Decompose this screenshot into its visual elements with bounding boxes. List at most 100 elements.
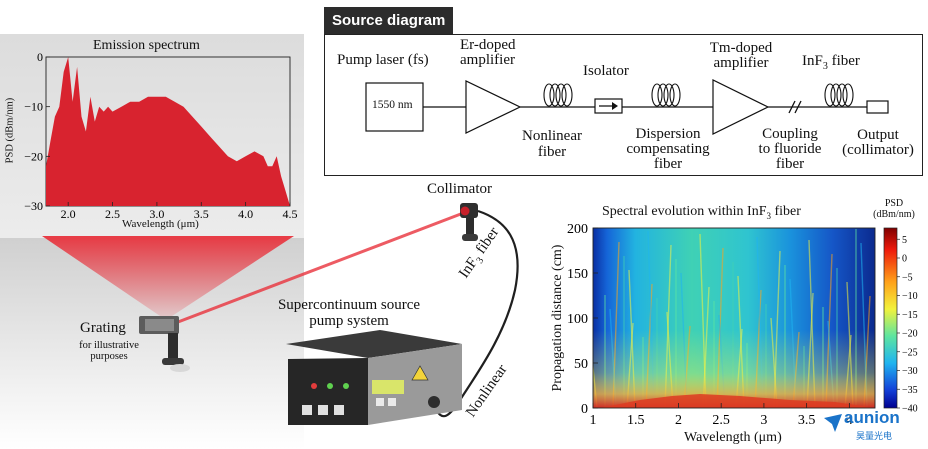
er-amplifier-label-line: amplifier (460, 52, 515, 68)
dispersed-light-cone (42, 236, 294, 320)
colorbar-tick-label: −25 (902, 347, 918, 358)
colorbar-axis: 50−5−10−15−20−25−30−35−40 (897, 235, 918, 415)
emission-y-axis: 0 −10 −20 −30 (24, 50, 50, 213)
colorbar-tick-label: −40 (902, 404, 918, 415)
emission-x-tick-label: 3.5 (194, 207, 209, 221)
evolution-y-tick-label: 200 (567, 222, 588, 237)
output-label: Output (collimator) (834, 128, 922, 158)
coupling-label-line: fiber (775, 156, 805, 172)
grating-note-line: for illustrative (79, 340, 139, 351)
pump-laser-box-label: 1550 nm (372, 99, 413, 111)
colorbar-title: PSD (dBm/nm) (864, 198, 924, 220)
grating-icon (139, 316, 190, 372)
colorbar-tick-label: −35 (902, 385, 918, 396)
pump-laser-box (365, 82, 424, 132)
emission-y-tick-label: −10 (24, 100, 43, 114)
source-diagram-title: Source diagram (324, 7, 454, 34)
pump-system-label: Supercontinuum source pump system (264, 297, 434, 329)
emission-area (46, 57, 290, 206)
emission-x-tick-label: 3.0 (149, 207, 164, 221)
source-diagram-panel (324, 34, 923, 176)
tm-amplifier-label-line: amplifier (713, 55, 769, 71)
colorbar-title-line: (dBm/nm) (873, 209, 915, 220)
evolution-y-tick-label: 0 (581, 402, 588, 417)
tm-amplifier-label: Tm-doped amplifier (706, 41, 776, 71)
inf3-label-subscript: 3 (822, 61, 828, 72)
output-label-line: Output (857, 127, 899, 143)
evolution-x-tick-label: 1 (590, 413, 597, 428)
coupling-break-icon (788, 100, 802, 114)
colorbar-tick-label: 0 (902, 254, 907, 265)
grating-label: Grating (80, 320, 126, 336)
emission-xlabel: Wavelength (μm) (122, 218, 199, 230)
watermark-brand: aunion (844, 408, 900, 427)
output-collimator-icon (866, 100, 889, 114)
evolution-title-subscript: 3 (766, 210, 771, 221)
laser-beam (177, 210, 467, 324)
colorbar-tick-label: −20 (902, 329, 918, 340)
nonlinear-fiber-label-line: Nonlinear (522, 128, 582, 144)
output-label-line: (collimator) (842, 142, 914, 158)
nonlinear-fiber-label-line: fiber (537, 144, 567, 160)
nonlinear-fiber-coil-icon (543, 83, 573, 107)
pump-system-box (286, 330, 462, 425)
colorbar-tick-label: −15 (902, 310, 918, 321)
watermark-logo: aunion 昊量光电 (822, 408, 922, 446)
collimator-icon (460, 203, 478, 241)
watermark-brand-cn: 昊量光电 (856, 431, 893, 441)
inf3-coil-icon (824, 83, 854, 107)
watermark-arrow-icon (824, 414, 842, 432)
nonlinear-fiber-label: Nonlinear fiber (522, 128, 582, 160)
er-amplifier-icon (465, 80, 522, 134)
emission-x-tick-label: 4.5 (283, 207, 298, 221)
tm-amplifier-icon (712, 79, 770, 135)
dcf-label: Dispersion compensating fiber (616, 127, 720, 172)
dcf-coil-icon (651, 83, 681, 107)
emission-y-tick-label: 0 (37, 50, 43, 64)
evolution-xlabel: Wavelength (μm) (684, 430, 782, 445)
coupling-label-line: Coupling (762, 126, 818, 142)
evolution-title-prefix: Spectral evolution within InF (602, 204, 767, 219)
evolution-x-tick-label: 3 (760, 413, 767, 428)
emission-x-tick-label: 2.0 (61, 207, 76, 221)
heatmap-bottom-hot-band (593, 330, 875, 408)
grating-note-line: purposes (90, 351, 128, 362)
tm-amplifier-label-line: Tm-doped (709, 40, 773, 56)
inf3-label-suffix: fiber (827, 53, 860, 69)
evolution-x-tick-label: 2 (675, 413, 682, 428)
er-amplifier-label-line: Er-doped (460, 37, 516, 53)
grating-note: for illustrative purposes (64, 340, 154, 362)
isolator-label: Isolator (583, 63, 629, 79)
colorbar-tick-label: −30 (902, 366, 918, 377)
pump-laser-label: Pump laser (fs) (337, 52, 429, 68)
coupling-label-line: to fluoride (758, 141, 822, 157)
inf3-fiber-label: InF3 fiber (802, 53, 860, 72)
fiber-cable (432, 209, 519, 418)
evolution-x-tick-label: 2.5 (712, 413, 730, 428)
colorbar-tick-label: 5 (902, 235, 907, 246)
emission-spectrum-title: Emission spectrum (93, 38, 200, 53)
evolution-x-tick-label: 4 (846, 413, 853, 428)
coupling-label: Coupling to fluoride fiber (747, 127, 833, 172)
evolution-y-tick-label: 100 (567, 312, 588, 327)
colorbar (883, 227, 898, 409)
emission-y-tick-label: −20 (24, 149, 43, 163)
dcf-label-line: compensating (626, 141, 710, 157)
dcf-label-line: fiber (653, 156, 683, 172)
colorbar-title-line: PSD (884, 198, 904, 209)
evolution-x-tick-label: 1.5 (627, 413, 645, 428)
dcf-label-line: Dispersion (635, 126, 701, 142)
emission-x-tick-label: 2.5 (105, 207, 120, 221)
er-amplifier-label: Er-doped amplifier (460, 38, 516, 68)
pump-system-label-line: Supercontinuum source (277, 297, 421, 313)
evolution-y-tick-label: 150 (567, 267, 588, 282)
colorbar-tick-label: −10 (902, 291, 918, 302)
emission-y-tick-label: −30 (24, 199, 43, 213)
